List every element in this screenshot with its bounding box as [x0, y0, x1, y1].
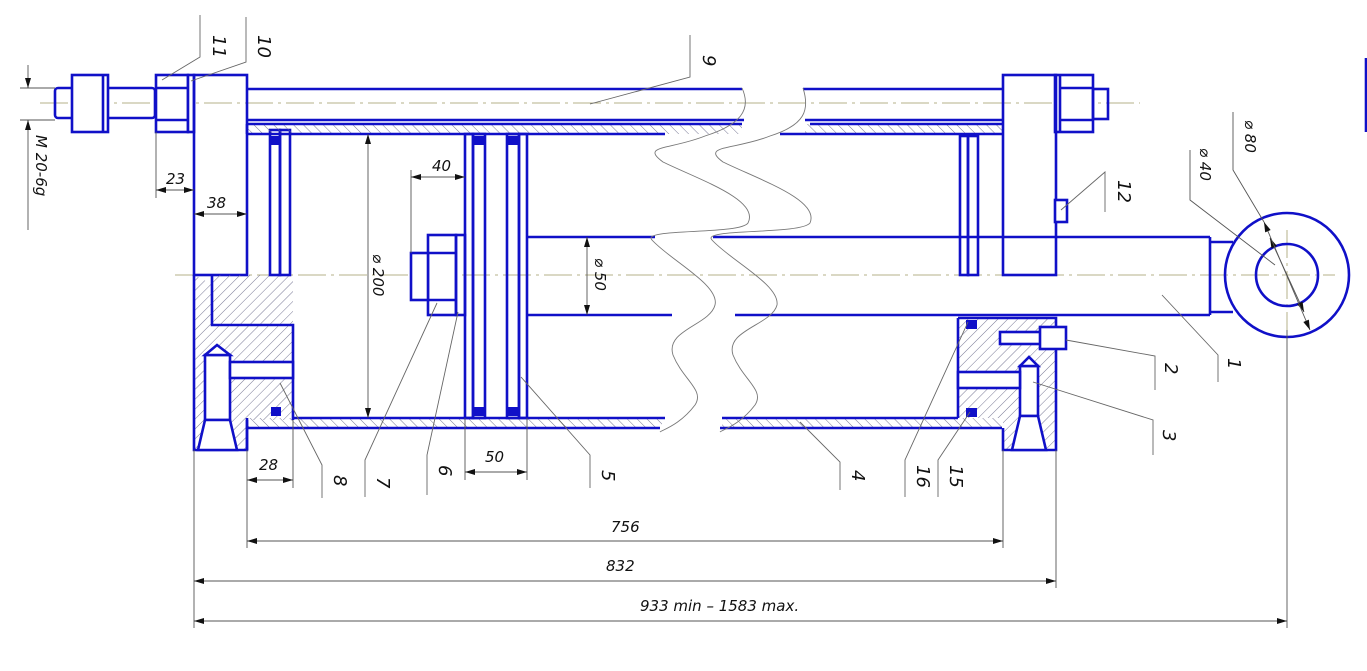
dim-rod-diameter: ⌀ 50 — [591, 258, 609, 291]
leader-lines — [161, 15, 1219, 498]
part-numbers: 11 10 9 12 1 2 3 4 16 15 5 6 7 8 — [208, 35, 1244, 489]
label-part-2: 2 — [1160, 363, 1181, 374]
label-part-11: 11 — [208, 35, 229, 58]
dim-cover-to-cover: 832 — [606, 557, 635, 575]
label-part-9: 9 — [698, 55, 719, 66]
dim-eye-inner: ⌀ 40 — [1196, 148, 1214, 181]
tie-rod-right-end — [1091, 87, 1110, 121]
label-part-12: 12 — [1113, 180, 1134, 203]
front-port — [956, 370, 1022, 390]
dim-port-offset: 28 — [259, 456, 278, 474]
part-6-washer — [454, 233, 467, 317]
part-11-nut — [154, 73, 190, 134]
rear-port — [228, 360, 295, 380]
rear-flange — [192, 73, 249, 277]
rear-plug-bore — [203, 353, 232, 422]
dim-eye-outer: ⌀ 80 — [1241, 120, 1259, 153]
part-12-plug — [1053, 198, 1069, 224]
dim-nut-length: 40 — [432, 157, 451, 175]
rear-cover — [192, 73, 295, 452]
dim-bore-diameter: ⌀ 200 — [369, 254, 387, 296]
break-lines — [650, 87, 812, 433]
label-part-16: 16 — [912, 465, 933, 488]
dim-nut-offset: 23 — [166, 170, 185, 188]
front-cover — [956, 73, 1069, 452]
label-part-4: 4 — [847, 470, 868, 481]
label-part-10: 10 — [253, 35, 274, 58]
label-part-3: 3 — [1158, 430, 1179, 441]
piston-rod — [527, 211, 1351, 339]
barrel — [245, 122, 1003, 450]
label-part-5: 5 — [597, 470, 618, 481]
dimension-lines — [20, 65, 1311, 628]
rod-threaded-end — [409, 251, 430, 302]
dim-stroke-range: 933 min – 1583 max. — [640, 597, 799, 615]
front-plug-bore — [1018, 364, 1040, 418]
label-part-15: 15 — [945, 465, 966, 488]
part-7-nut — [426, 233, 458, 317]
dim-piston-width: 50 — [485, 448, 504, 466]
dim-cover-thickness: 38 — [207, 194, 226, 212]
label-part-8: 8 — [329, 475, 350, 486]
dim-thread: M 20-6g — [32, 135, 50, 196]
dim-barrel-length: 756 — [611, 518, 640, 536]
dimension-texts: M 20-6g 23 38 ⌀ 200 40 ⌀ 50 28 50 ⌀ 40 ⌀… — [32, 120, 1259, 615]
label-part-1: 1 — [1223, 358, 1244, 369]
front-flange — [1001, 73, 1058, 277]
label-part-7: 7 — [372, 477, 393, 489]
piston — [271, 132, 529, 420]
label-part-6: 6 — [434, 465, 455, 476]
